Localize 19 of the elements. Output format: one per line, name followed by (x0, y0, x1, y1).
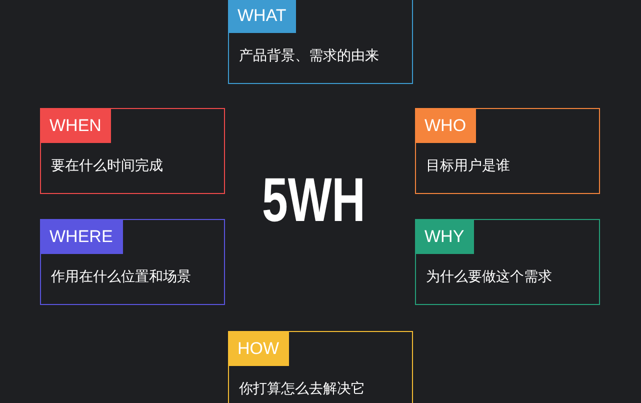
heading-tag: WHO (414, 108, 476, 142)
description-text: 为什么要做这个需求 (426, 268, 552, 286)
card (415, 108, 600, 194)
heading-tag: HOW (228, 330, 290, 366)
heading-tag: WHEN (40, 108, 112, 142)
description-text: 目标用户是谁 (426, 157, 510, 175)
description-text: 你打算怎么去解决它 (239, 380, 365, 398)
description-text: 要在什么时间完成 (51, 157, 163, 175)
card (228, 331, 413, 403)
description-text: 作用在什么位置和场景 (51, 268, 191, 286)
card (415, 219, 600, 305)
card (228, 0, 413, 84)
heading-tag: WHAT (228, 0, 296, 32)
heading-tag: WHERE (40, 218, 123, 254)
heading-tag: WHY (414, 218, 474, 254)
center-title: 5WH (262, 165, 366, 236)
card (40, 108, 225, 194)
description-text: 产品背景、需求的由来 (239, 47, 379, 65)
card (40, 219, 225, 305)
